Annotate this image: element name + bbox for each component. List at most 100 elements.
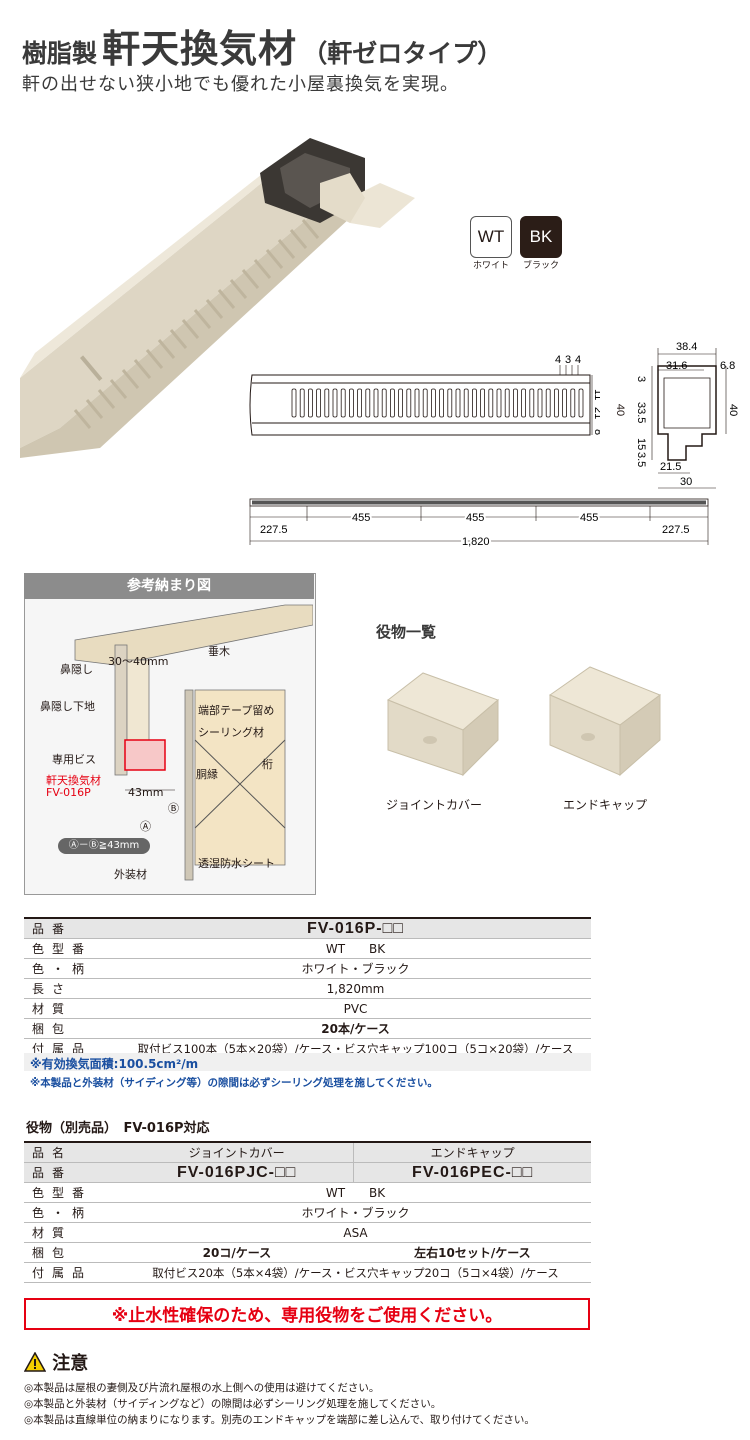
- end-cap-label: エンドキャップ: [563, 798, 648, 812]
- vent-slot: [389, 388, 395, 418]
- acc-key: 品番: [24, 1162, 120, 1183]
- dim-len-total: 1,820: [462, 536, 490, 548]
- label-rafter: 垂木: [208, 645, 230, 658]
- acc-value-a: ジョイントカバー: [120, 1141, 355, 1163]
- spec-key: 長さ: [24, 978, 120, 999]
- spec-key: 品番: [24, 917, 120, 939]
- caution-note: ◎本製品と外装材（サイディングなど）の隙間は必ずシーリング処理を施してください。: [24, 1398, 442, 1410]
- vent-slot: [537, 388, 543, 418]
- caution-note: ◎本製品は直線単位の納まりになります。別売のエンドキャップを端部に差し込んで、取…: [24, 1414, 535, 1426]
- caution-heading: 注意: [23, 1349, 89, 1375]
- dim-prof-l4: 3.5: [635, 452, 647, 467]
- vent-slot: [496, 388, 502, 418]
- label-nose: 鼻隠し: [60, 663, 93, 676]
- label-point-a: Ⓐ: [140, 820, 151, 833]
- swatch-wt: WT: [470, 216, 512, 258]
- vent-slot: [373, 388, 379, 418]
- spec-row: 長さ 1,820mm: [24, 978, 591, 999]
- vent-slot: [332, 388, 338, 418]
- label-product-code: FV-016P: [46, 786, 91, 799]
- vent-slot: [414, 388, 420, 418]
- page-title: 樹脂製 軒天換気材 （軒ゼロタイプ）: [22, 18, 502, 73]
- vent-slot: [316, 388, 321, 418]
- vent-slot: [521, 388, 527, 418]
- dim-prof-2: 31.6: [666, 360, 687, 372]
- vent-slot: [308, 388, 313, 418]
- label-product: 軒天換気材: [46, 774, 101, 787]
- title-suffix: （軒ゼロタイプ）: [302, 39, 503, 68]
- acc-row: 品名 ジョイントカバー エンドキャップ: [24, 1141, 591, 1163]
- spec-row: 梱包 20本/ケース: [24, 1018, 591, 1039]
- spec-value: FV-016P-□□: [120, 917, 591, 939]
- label-range: 30～40mm: [108, 655, 169, 668]
- vent-slot: [545, 388, 551, 418]
- product-photo: [20, 128, 440, 458]
- swatch-black: BK ブラック: [520, 216, 571, 271]
- vent-slot: [447, 388, 453, 418]
- dim-len-1: 227.5: [260, 524, 288, 536]
- swatch-white: WT ホワイト: [470, 216, 521, 271]
- spec-key: 色・柄: [24, 958, 120, 979]
- acc-value: 取付ビス20本（5本×4袋）/ケース・ビス穴キャップ20コ（5コ×4袋）/ケース: [120, 1262, 591, 1283]
- spec-value: PVC: [120, 998, 591, 1019]
- dim-prof-b2: 30: [680, 476, 692, 488]
- label-sheet: 透湿防水シート: [198, 857, 275, 870]
- vent-slot: [291, 388, 297, 418]
- label-point-b: Ⓑ: [168, 802, 179, 815]
- vent-slot: [480, 388, 486, 418]
- acc-row: 色・柄 ホワイト・ブラック: [24, 1202, 591, 1223]
- label-furring: 胴縁: [196, 768, 218, 781]
- vent-slot: [349, 388, 354, 418]
- acc-value: ASA: [120, 1222, 591, 1243]
- dim-prof-right: 40: [727, 404, 739, 416]
- dim-right-3: 8: [592, 429, 600, 435]
- dim-side-total: 40: [614, 403, 627, 417]
- acc-value: WT BK: [120, 1182, 591, 1203]
- vent-slot: [365, 388, 371, 418]
- acc-key: 色型番: [24, 1182, 120, 1203]
- acc-row: 付属品 取付ビス20本（5本×4袋）/ケース・ビス穴キャップ20コ（5コ×4袋）…: [24, 1262, 591, 1283]
- tagline: 軒の出せない狭小地でも優れた小屋裏換気を実現。: [22, 74, 459, 95]
- acc-spec-heading: 役物（別売品） FV-016P対応: [26, 1121, 210, 1136]
- label-sealing: シーリング材: [198, 726, 264, 739]
- dim-right-1: 11: [592, 389, 600, 400]
- spec-key: 材質: [24, 998, 120, 1019]
- vent-slot: [471, 388, 477, 418]
- spec-value: ホワイト・ブラック: [120, 958, 591, 979]
- vent-slot: [340, 388, 346, 418]
- acc-value-b: 左右10セット/ケース: [353, 1242, 591, 1263]
- label-beam: 桁: [262, 758, 273, 771]
- dim-prof-l1: 3: [635, 376, 647, 382]
- acc-spec-table: 品名 ジョイントカバー エンドキャップ 品番 FV-016PJC-□□ FV-0…: [24, 1141, 591, 1283]
- acc-row: 材質 ASA: [24, 1222, 591, 1243]
- end-cap-image: [548, 666, 662, 777]
- warning-triangle-icon: [23, 1351, 47, 1372]
- reference-heading: 参考納まり図: [24, 573, 314, 599]
- label-screw: 専用ビス: [52, 753, 96, 766]
- vent-slot: [430, 388, 436, 418]
- vent-slot: [406, 388, 412, 418]
- spec-table: 品番 FV-016P-□□ 色型番 WT BK 色・柄 ホワイト・ブラック 長さ…: [24, 917, 591, 1059]
- vent-slot: [504, 388, 510, 418]
- caution-title: 注意: [52, 1353, 89, 1374]
- title-prefix: 樹脂製: [22, 39, 98, 68]
- vent-slot: [562, 388, 568, 418]
- acc-value-b: FV-016PEC-□□: [353, 1162, 591, 1183]
- spec-row: 色型番 WT BK: [24, 938, 591, 959]
- dim-len-5: 227.5: [662, 524, 690, 536]
- label-exterior: 外装材: [114, 868, 147, 881]
- dim-prof-l3: 15: [635, 438, 647, 450]
- acc-value-a: FV-016PJC-□□: [120, 1162, 355, 1183]
- front-view-drawing: 4 3 4 11 21 8: [249, 354, 600, 436]
- vent-slot: [455, 388, 461, 418]
- vent-slot: [553, 388, 559, 418]
- acc-value: ホワイト・ブラック: [120, 1202, 591, 1223]
- vent-slot: [529, 388, 535, 418]
- acc-key: 材質: [24, 1222, 120, 1243]
- spec-key: 梱包: [24, 1018, 120, 1039]
- title-main: 軒天換気材: [102, 27, 298, 71]
- ventilation-note: ※有効換気面積:100.5cm²/m: [30, 1057, 199, 1071]
- vent-slot: [357, 388, 362, 418]
- acc-row: 梱包 20コ/ケース 左右10セット/ケース: [24, 1242, 591, 1263]
- spec-value: 1,820mm: [120, 978, 591, 999]
